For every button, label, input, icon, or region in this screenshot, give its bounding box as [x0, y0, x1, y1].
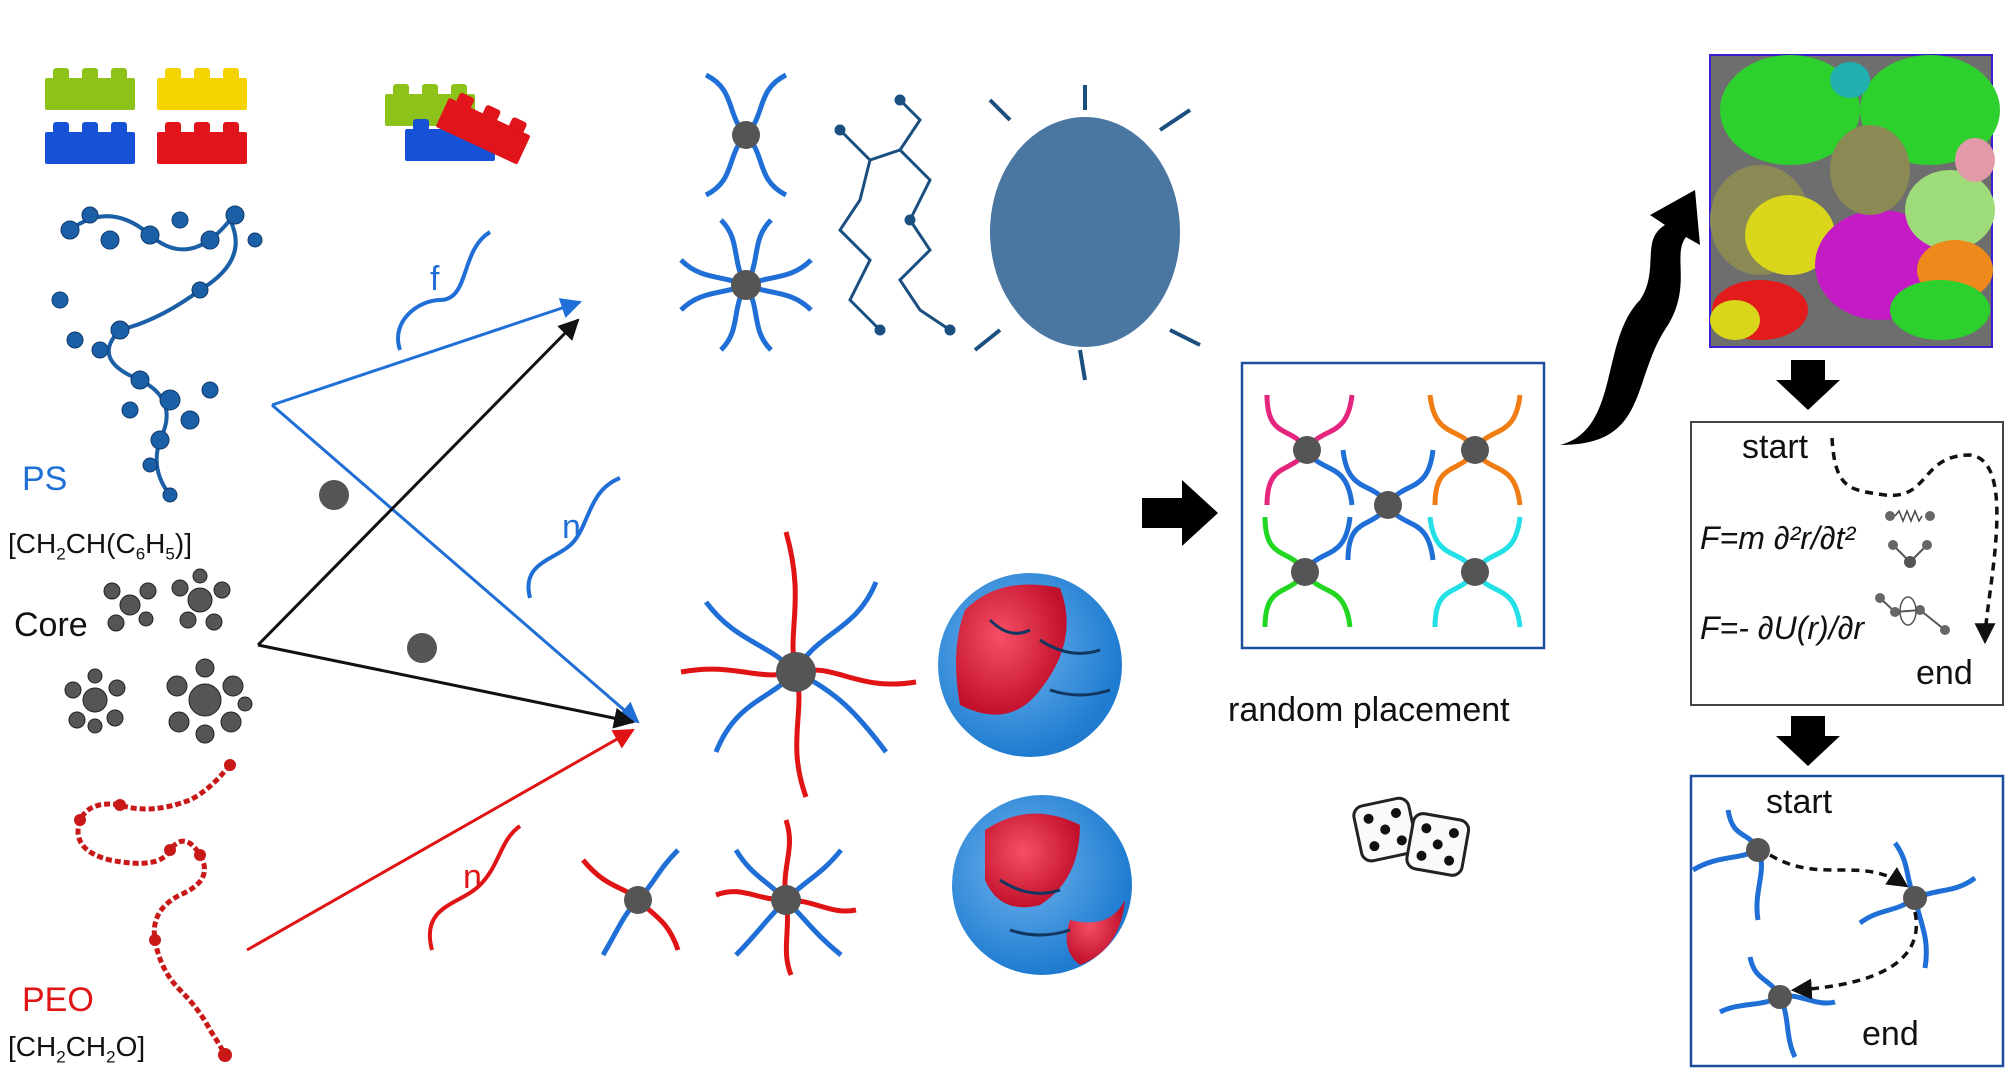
ps-formula: [CH2CH(C6H5)] — [8, 528, 192, 564]
ps-chain-molecule — [51, 205, 263, 503]
miktoarm-star-small-right — [715, 819, 857, 976]
random-placement-box — [1240, 361, 1546, 650]
lego-brick-icon — [157, 122, 247, 164]
force-potential-equation: F=- ∂U(r)/∂r — [1700, 610, 1865, 646]
lego-brick-icon — [45, 122, 135, 164]
atomistic-sphere-top — [938, 573, 1122, 757]
dice-icon — [1350, 794, 1472, 879]
arm-chain-n-blue — [526, 476, 621, 599]
lego-brick-icon — [157, 68, 247, 110]
angle-icon — [1888, 540, 1932, 568]
random-placement-label: random placement — [1228, 691, 1510, 729]
lego-blocks-assembled — [385, 84, 535, 165]
lego-brick-icon — [45, 68, 135, 110]
trajectory-box — [1689, 774, 2005, 1068]
core-label: Core — [14, 606, 88, 644]
curved-arrow-icon — [1560, 190, 1700, 445]
core-molecules — [64, 568, 253, 744]
core-bead — [407, 633, 437, 663]
miktoarm-star-small-left — [581, 848, 681, 957]
peo-label: PEO — [22, 981, 94, 1019]
arrow-label-f: f — [430, 260, 440, 298]
down-arrow-icon — [1776, 716, 1840, 766]
arm-chain-f — [396, 230, 492, 351]
spring-bond-icon — [1885, 508, 1935, 524]
miktoarm-star-large — [680, 531, 917, 798]
lego-blocks-separate — [45, 68, 247, 164]
md-start-label: start — [1742, 428, 1809, 466]
ps-label: PS — [22, 460, 68, 498]
torsion-icon — [1875, 593, 1950, 635]
ps-star-atomistic-large — [973, 85, 1201, 381]
arrow-label-n-blue: n — [562, 508, 581, 546]
peo-chain-molecule — [74, 759, 236, 1062]
arrow-label-n-red: n — [463, 858, 482, 896]
newton-equation: F=m ∂²r/∂t² — [1700, 520, 1856, 556]
md-equations-box — [1690, 421, 2004, 706]
atomistic-sphere-bottom — [952, 795, 1132, 975]
md-end-label: end — [1916, 654, 1973, 692]
arm-chain-n-red — [427, 824, 522, 951]
core-bead — [319, 480, 349, 510]
ps-star-8arm — [679, 218, 813, 352]
trajectory-start-label: start — [1766, 783, 1833, 821]
right-arrow-icon — [1142, 480, 1218, 546]
reaction-arrows — [246, 298, 640, 952]
trajectory-end-label: end — [1862, 1015, 1919, 1053]
peo-formula: [CH2CH2O] — [8, 1031, 146, 1067]
ps-star-atomistic-small — [834, 94, 956, 336]
simulation-box-snapshot — [1709, 54, 2000, 348]
down-arrow-icon — [1776, 360, 1840, 410]
ps-star-4arm — [706, 75, 786, 195]
